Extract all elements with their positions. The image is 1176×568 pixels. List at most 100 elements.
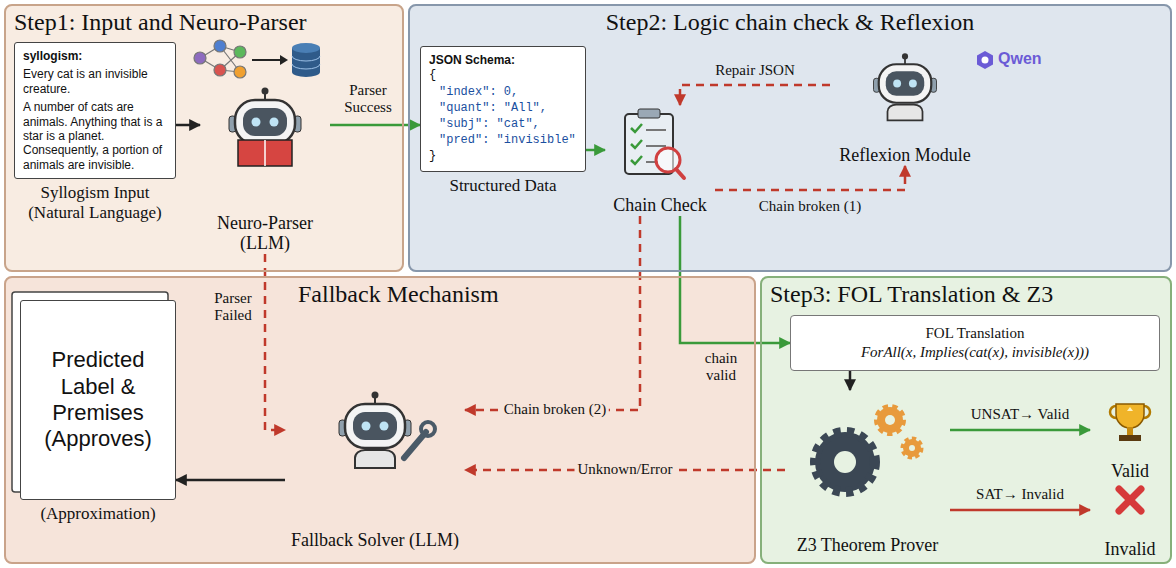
connector-arrow bbox=[176, 124, 200, 127]
document-page: Predicted Label & Premises (Approves) bbox=[20, 300, 176, 500]
checklist-icon bbox=[638, 109, 660, 118]
trophy-icon bbox=[1110, 404, 1150, 441]
edge-label: Chain broken (1) bbox=[756, 198, 864, 215]
stage-panel: Step2: Logic chain check & ReflexionJSON… bbox=[408, 4, 1172, 272]
gear-icon bbox=[815, 407, 921, 492]
database-icon bbox=[292, 43, 320, 53]
checklist-icon bbox=[625, 109, 684, 178]
connector-arrow bbox=[950, 429, 1090, 432]
robot-icon bbox=[339, 392, 411, 469]
neural-net-icon bbox=[214, 40, 226, 52]
edge-label: Parser Failed bbox=[200, 290, 266, 325]
document-page: syllogism: Every cat is an invisible crea… bbox=[14, 42, 176, 179]
node-text: Neuro-Parser (LLM) bbox=[200, 213, 330, 254]
trophy-icon bbox=[1116, 404, 1144, 428]
edge-label: chain valid bbox=[688, 350, 754, 385]
node-text: "quant": "All", bbox=[429, 100, 577, 116]
node-text: Fallback Solver (LLM) bbox=[291, 530, 459, 551]
connector-arrow bbox=[950, 509, 1090, 512]
edge-label: SAT→ Invalid bbox=[973, 486, 1067, 503]
icon-node: Z3 Theorem Prover bbox=[785, 390, 950, 556]
icon-node: Neuro-Parser (LLM) bbox=[200, 88, 330, 254]
caption-text: Structured Data bbox=[420, 176, 586, 196]
panel-ground bbox=[408, 4, 1172, 272]
icon-node: Chain Check bbox=[605, 105, 715, 216]
icon-node: Reflexion Module bbox=[830, 50, 980, 166]
arrow-icon bbox=[252, 59, 280, 61]
node-text: "subj": "cat", bbox=[429, 116, 577, 132]
connector-arrow bbox=[176, 479, 285, 482]
robot-icon bbox=[238, 140, 292, 166]
robot-icon bbox=[339, 392, 435, 469]
neural-net-icon bbox=[234, 66, 246, 78]
robot-icon bbox=[874, 53, 937, 120]
connector-arrow bbox=[715, 166, 905, 190]
node-text: Z3 Theorem Prover bbox=[797, 535, 939, 556]
connector-arrow bbox=[265, 254, 285, 430]
edge-label: Chain broken (2) bbox=[501, 401, 609, 418]
edge-label: Repair JSON bbox=[712, 62, 798, 79]
edge-label: Unknown/Error bbox=[575, 461, 676, 478]
stage-panel: Step3: FOL Translation & Z3 FOL Translati… bbox=[760, 276, 1172, 564]
panel-title: Step3: FOL Translation & Z3 bbox=[762, 278, 1170, 311]
gear-icon bbox=[909, 445, 915, 451]
qwen-logo bbox=[977, 51, 993, 69]
gear-icon bbox=[903, 439, 921, 457]
node-text: ForAll(x, Implies(cat(x), invisible(x))) bbox=[861, 343, 1089, 363]
stage-panel: Fallback MechanismPredicted Label & Prem… bbox=[4, 276, 756, 564]
gear-icon bbox=[815, 432, 875, 492]
arrow-icon bbox=[280, 55, 288, 65]
panel-ground bbox=[4, 4, 1172, 564]
stage-panel: Step1: Input and Neuro-Parsersyllogism:E… bbox=[4, 4, 404, 272]
node-text: JSON Schema: bbox=[429, 53, 577, 67]
node-text: Every cat is an invisible creature. bbox=[23, 67, 167, 96]
checklist-icon bbox=[676, 169, 684, 178]
process-box: FOL TranslationForAll(x, Implies(cat(x),… bbox=[790, 315, 1160, 371]
node-text: Valid bbox=[1111, 461, 1149, 482]
trophy-icon bbox=[1127, 407, 1133, 411]
node-text: { bbox=[429, 67, 577, 83]
trophy-icon bbox=[1127, 427, 1133, 435]
panel-ground bbox=[4, 276, 756, 564]
connector-arrow bbox=[330, 124, 420, 127]
gear-icon bbox=[877, 407, 903, 433]
icon-node: Fallback Solver (LLM) bbox=[285, 385, 465, 551]
cross-icon bbox=[1119, 489, 1141, 511]
panel-ground bbox=[760, 276, 1172, 564]
edge-label: Parser Success bbox=[328, 82, 408, 117]
node-text: Chain Check bbox=[613, 195, 706, 216]
connector-arrow bbox=[680, 85, 830, 105]
robot-icon bbox=[874, 53, 937, 120]
checklist-icon bbox=[631, 124, 642, 164]
robot-icon bbox=[421, 422, 435, 436]
node-text: } bbox=[429, 148, 577, 164]
robot-icon bbox=[229, 88, 301, 167]
connector-arrow bbox=[680, 216, 790, 343]
cross-icon bbox=[1119, 489, 1141, 511]
connector-arrow bbox=[586, 149, 605, 152]
node-text: "pred": "invisible" bbox=[429, 132, 577, 148]
node-text: "index": 0, bbox=[429, 84, 577, 100]
robot-icon bbox=[264, 140, 266, 166]
document-box: syllogism: Every cat is an invisible crea… bbox=[14, 42, 176, 228]
icon-node: Valid bbox=[1090, 398, 1170, 482]
neural-net-icon bbox=[214, 64, 226, 76]
gear-icon bbox=[834, 451, 856, 473]
node-text: Invalid bbox=[1105, 539, 1156, 560]
edge-label: UNSAT→ Valid bbox=[968, 406, 1072, 423]
node-text: A number of cats are animals. Anything t… bbox=[23, 100, 167, 172]
document-box: JSON Schema:{"index": 0,"quant": "All","… bbox=[420, 46, 586, 201]
neural-net-icon bbox=[194, 52, 206, 64]
qwen-logo bbox=[982, 57, 989, 64]
connector-arrow bbox=[849, 371, 852, 390]
brand-label: Qwen bbox=[998, 50, 1042, 68]
node-text: syllogism: bbox=[23, 49, 167, 63]
node-text: Predicted Label & Premises (Approves) bbox=[29, 347, 167, 453]
caption-text: Syllogism Input (Natural Language) bbox=[14, 183, 176, 222]
document-page: JSON Schema:{"index": 0,"quant": "All","… bbox=[420, 46, 586, 172]
neural-net-icon bbox=[194, 40, 246, 78]
document-box: Predicted Label & Premises (Approves)(Ap… bbox=[20, 300, 176, 530]
node-text: FOL Translation bbox=[925, 324, 1024, 344]
connector-arrow bbox=[465, 216, 640, 410]
database-icon bbox=[292, 43, 320, 77]
